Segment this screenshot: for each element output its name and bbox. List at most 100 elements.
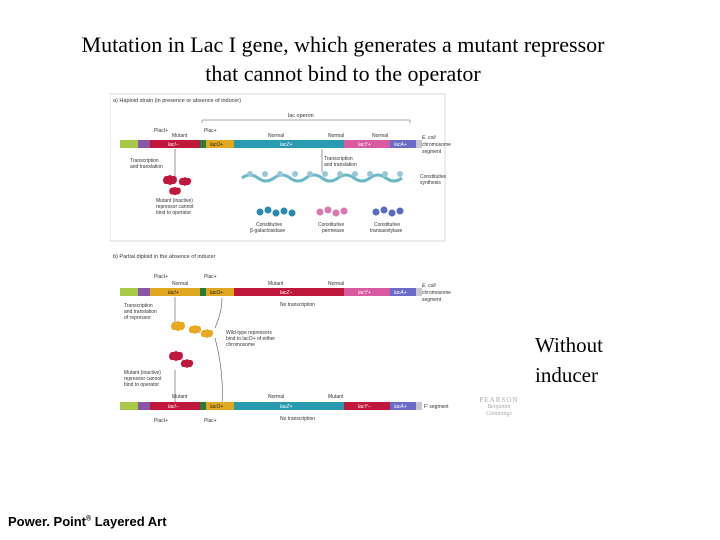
- constitutive-synthesis-1: Constitutive: [420, 174, 446, 180]
- gene-laci-b-top: lacI+: [168, 290, 179, 296]
- promoter-lac-label: Plac+: [204, 128, 217, 134]
- gene-lacy-b-top: lacY+: [358, 290, 371, 296]
- wt-line1: Wild-type repressors: [226, 330, 272, 336]
- mrna-ribosomes: [241, 173, 403, 183]
- tt-a-2-line1: Transcription: [324, 156, 353, 162]
- wildtype-repressor-icon: [171, 321, 185, 331]
- inactive-repressor-icon-2: [178, 177, 192, 186]
- panel-a-heading: a) Haploid strain (in presence or absenc…: [113, 98, 241, 104]
- pearson-line1: Benjamin: [487, 404, 511, 410]
- gene-laco-a: lacO+: [210, 142, 223, 148]
- mutant-label: Mutant: [172, 133, 188, 139]
- promoter-laci-label: PlacI+: [154, 128, 168, 134]
- inactive-a-line2: repressor cannot: [156, 204, 194, 210]
- top-normal-1: Normal: [172, 281, 188, 287]
- title-line-1: Mutation in Lac I gene, which generates …: [81, 32, 605, 57]
- ecoli-label-a-3: segment: [422, 149, 442, 155]
- inactive-b-line2: repressor cannot: [124, 376, 162, 382]
- ribosome-row: [247, 171, 403, 177]
- gene-lacz-b-bot: lacZ+: [280, 404, 292, 410]
- chromosome-a: [120, 140, 422, 148]
- inactive-repressor-icon-3: [169, 186, 181, 196]
- tt-a-1-line1: Transcription: [130, 158, 159, 164]
- ecoli-label-b-1: E. coli: [422, 283, 437, 289]
- tt-a-1-line2: and translation: [130, 164, 163, 170]
- inactive-a-line3: bind to operator: [156, 210, 191, 216]
- gene-lacz-b-top: lacZ−: [280, 290, 292, 296]
- gene-lacy-b-bot: lacY−: [358, 404, 371, 410]
- gene-laci-a: lacI−: [168, 142, 179, 148]
- gene-laca-a: lacA+: [394, 142, 407, 148]
- lac-operon-figure: a) Haploid strain (in presence or absenc…: [110, 93, 451, 424]
- inactive-repressor-icon-b-2: [180, 359, 194, 368]
- arrow-wt-to-operator-bottom: [214, 337, 223, 405]
- normal-label-1: Normal: [268, 133, 284, 139]
- normal-label-2: Normal: [328, 133, 344, 139]
- operon-bracket: [201, 119, 411, 123]
- chromosome-b-bottom: [120, 402, 422, 410]
- promoter-laci-label-b: PlacI+: [154, 274, 168, 280]
- product-1-line2: β-galactosidase: [250, 228, 285, 234]
- product-2-line1: Constitutive: [318, 222, 344, 228]
- slide-title: Mutation in Lac I gene, which generates …: [0, 30, 686, 88]
- product-1-line1: Constitutive: [256, 222, 282, 228]
- bottom-normal: Normal: [268, 394, 284, 400]
- panel-a-frame: [110, 93, 446, 242]
- constitutive-synthesis-2: synthesis: [420, 180, 441, 186]
- permease-proteins: [316, 206, 348, 217]
- pearson-logo: PEARSON Benjamin Cummings: [474, 396, 524, 418]
- footer-brand-rest: Layered Art: [91, 514, 167, 529]
- ecoli-label-b-3: segment: [422, 297, 442, 303]
- wt-line3: chromosome: [226, 342, 255, 348]
- side-note-line-2: inducer: [535, 363, 598, 387]
- footer-reg-mark: ®: [86, 515, 92, 523]
- bottom-mutant-1: Mutant: [172, 394, 188, 400]
- tt-b-line1: Transcription: [124, 303, 153, 309]
- wt-line2: bind to lacO+ of either: [226, 336, 275, 342]
- top-mutant: Mutant: [268, 281, 284, 287]
- ecoli-label-a-2: chromosome: [422, 142, 451, 148]
- top-normal-2: Normal: [328, 281, 344, 287]
- gene-laco-b-top: lacO+: [210, 290, 223, 296]
- side-note: Without inducer: [535, 330, 603, 390]
- chromosome-b-top: [120, 288, 422, 296]
- gene-lacy-a: lacY+: [358, 142, 371, 148]
- pearson-line2: Cummings: [486, 411, 512, 417]
- footer-brand: Power. Point® Layered Art: [8, 514, 167, 529]
- transacetylase-proteins: [372, 206, 404, 217]
- promoter-laci-label-b2: PlacI+: [154, 418, 168, 424]
- pearson-name: PEARSON: [479, 396, 519, 404]
- tt-b-line2: and translation: [124, 309, 157, 315]
- inactive-b-line1: Mutant (inactive): [124, 370, 161, 376]
- gene-laca-b-top: lacA+: [394, 290, 407, 296]
- promoter-lac-label-b: Plac+: [204, 274, 217, 280]
- title-line-2: that cannot bind to the operator: [205, 61, 481, 86]
- operon-label: lac operon: [288, 113, 314, 119]
- side-note-line-1: Without: [535, 333, 603, 357]
- inactive-b-line3: bind to operator: [124, 382, 159, 388]
- arrow-wt-to-operator-top: [214, 297, 223, 329]
- gene-laci-b-bot: lacI−: [168, 404, 179, 410]
- f-prime-label: F′ segment: [424, 404, 449, 410]
- gene-laca-b-bot: lacA+: [394, 404, 407, 410]
- bottom-mutant-2: Mutant: [328, 394, 344, 400]
- gene-laco-b-bot: lacO+: [210, 404, 223, 410]
- promoter-lac-label-b2: Plac+: [204, 418, 217, 424]
- beta-gal-proteins: [256, 206, 296, 217]
- ecoli-label-a-1: E. coli: [422, 135, 437, 141]
- wildtype-repressor-icon-2: [188, 325, 202, 334]
- wildtype-repressor-icon-3: [200, 329, 214, 338]
- product-2-line2: permease: [322, 228, 344, 234]
- inactive-repressor-icon: [163, 175, 177, 185]
- inactive-a-line1: Mutant (inactive): [156, 198, 193, 204]
- inactive-repressor-icon-b: [169, 351, 183, 361]
- no-transcription-bottom: No transcription: [280, 416, 315, 422]
- product-3-line1: Constitutive: [374, 222, 400, 228]
- normal-label-3: Normal: [372, 133, 388, 139]
- product-3-line2: transacetylase: [370, 228, 402, 234]
- tt-b-line3: of repressor: [124, 315, 151, 321]
- footer-brand-name: Power. Point: [8, 514, 87, 529]
- tt-a-2-line2: and translation: [324, 162, 357, 168]
- gene-lacz-a: lacZ+: [280, 142, 292, 148]
- ecoli-label-b-2: chromosome: [422, 290, 451, 296]
